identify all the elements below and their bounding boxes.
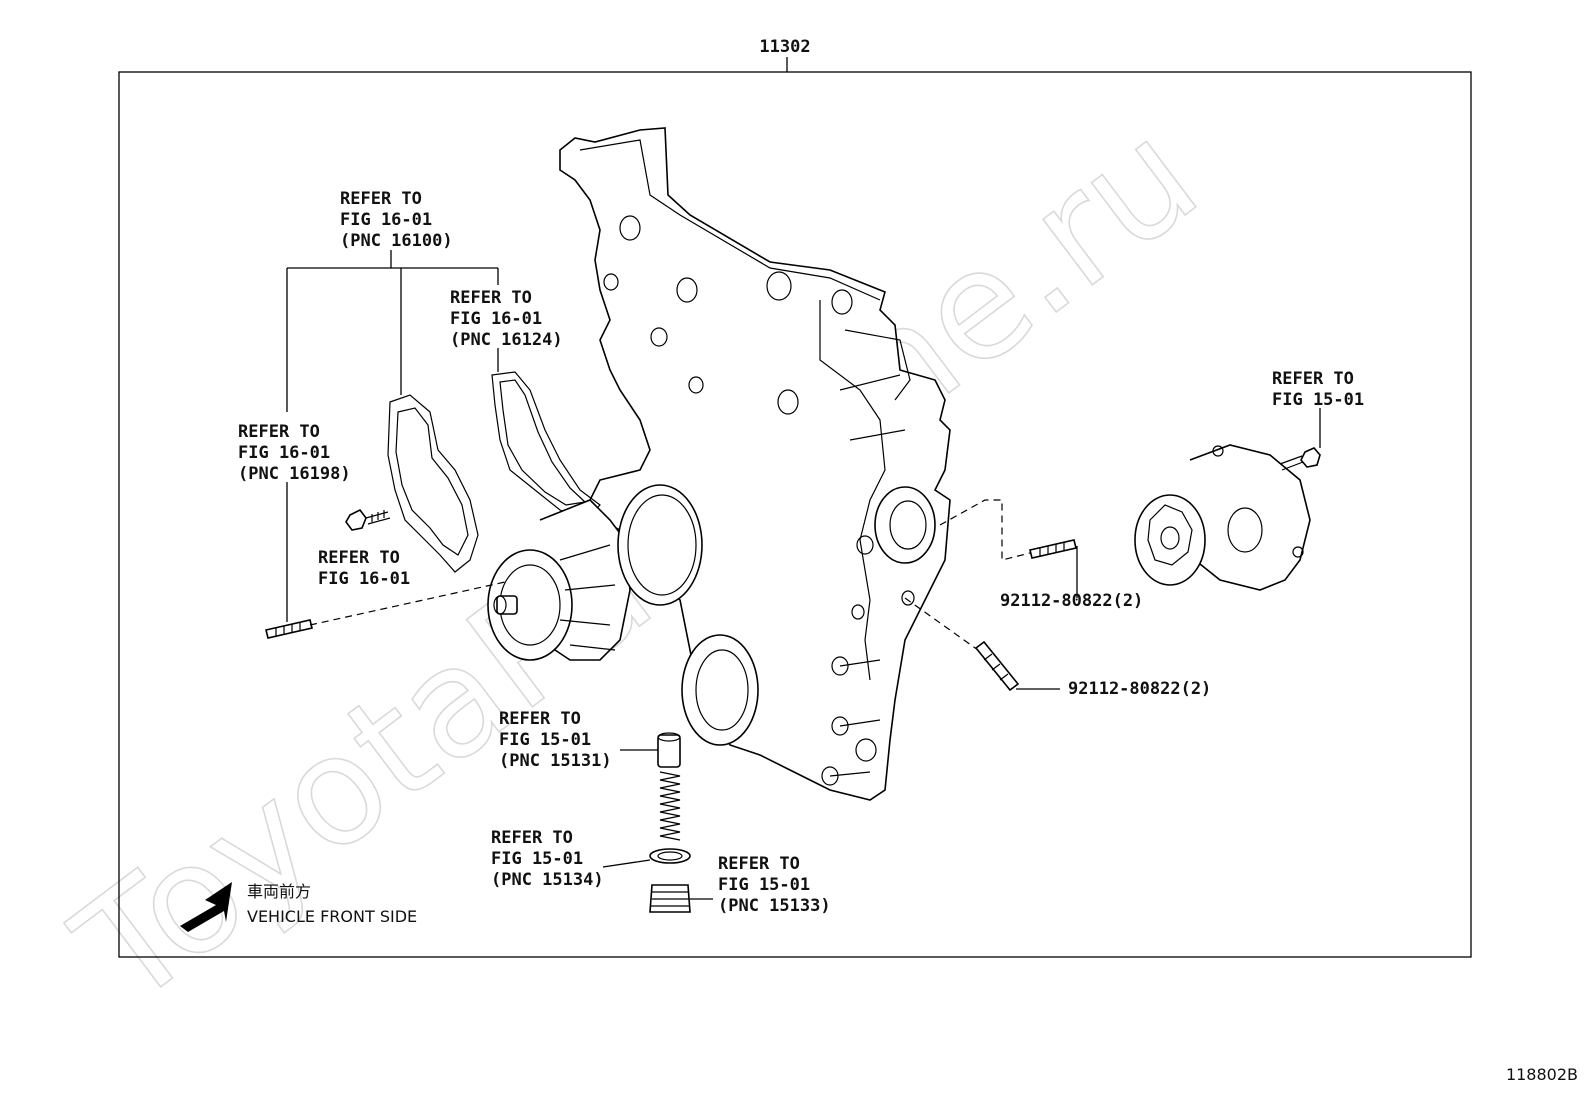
svg-text:FIG 15-01: FIG 15-01 [499,730,591,750]
callout-pnc16100[interactable]: REFER TO FIG 16-01 (PNC 16100) [340,189,453,251]
direction-label-en: VEHICLE FRONT SIDE [247,907,417,926]
direction-label-jp: 車両前方 [247,882,311,901]
stud-upper [1029,539,1077,559]
svg-text:REFER TO: REFER TO [450,288,532,308]
svg-text:(PNC 15131): (PNC 15131) [499,751,612,771]
svg-text:FIG 16-01: FIG 16-01 [450,309,542,329]
svg-text:REFER TO: REFER TO [499,709,581,729]
relief-spring-15134 [649,771,691,864]
timing-chain-cover [559,127,951,801]
dash-upper-stud [939,499,1031,561]
stud-upper-label[interactable]: 92112-80822(2) [1000,591,1143,611]
gasket-16198 [387,394,479,573]
svg-text:REFER TO: REFER TO [318,548,400,568]
svg-text:FIG 15-01: FIG 15-01 [491,849,583,869]
svg-text:FIG 16-01: FIG 16-01 [318,569,410,589]
svg-text:REFER TO: REFER TO [718,854,800,874]
callout-pnc15134[interactable]: REFER TO FIG 15-01 (PNC 15134) [491,828,604,890]
leader-lines [286,250,1321,900]
svg-text:(PNC 15133): (PNC 15133) [718,896,831,916]
bolt-oil-pump [1279,447,1321,471]
callout-pnc16124[interactable]: REFER TO FIG 16-01 (PNC 16124) [450,288,563,350]
figure-frame [118,71,1472,958]
dash-left-stud [309,581,506,626]
svg-text:FIG 15-01: FIG 15-01 [1272,390,1364,410]
svg-text:(PNC 16100): (PNC 16100) [340,231,453,251]
figure-id: 118802B [1506,1065,1578,1084]
callout-pnc16198[interactable]: REFER TO FIG 16-01 (PNC 16198) [238,422,351,484]
svg-text:REFER TO: REFER TO [491,828,573,848]
water-pump [487,484,703,661]
stud-lower-label[interactable]: 92112-80822(2) [1068,679,1211,699]
svg-text:FIG 16-01: FIG 16-01 [238,443,330,463]
oil-pump [1134,444,1311,591]
svg-text:(PNC 16198): (PNC 16198) [238,464,351,484]
stud-lower [974,640,1020,692]
stud-left [265,619,313,639]
svg-text:FIG 15-01: FIG 15-01 [718,875,810,895]
svg-text:REFER TO: REFER TO [238,422,320,442]
main-part-number[interactable]: 11302 [759,37,810,57]
relief-plug-15133 [649,884,691,913]
svg-text:FIG 16-01: FIG 16-01 [340,210,432,230]
callout-fig1501-bolt[interactable]: REFER TO FIG 15-01 [1272,369,1364,410]
dash-lower-stud [904,597,979,651]
relief-valve-15131 [657,732,681,768]
front-arrow-icon [180,882,232,932]
vehicle-front-indicator: 車両前方 VEHICLE FRONT SIDE [180,882,417,932]
svg-text:REFER TO: REFER TO [340,189,422,209]
callout-pnc15131[interactable]: REFER TO FIG 15-01 (PNC 15131) [499,709,612,771]
callout-fig1601-bolt[interactable]: REFER TO FIG 16-01 [318,548,410,589]
bolt-left [345,508,391,531]
svg-text:(PNC 16124): (PNC 16124) [450,330,563,350]
svg-text:(PNC 15134): (PNC 15134) [491,870,604,890]
callout-pnc15133[interactable]: REFER TO FIG 15-01 (PNC 15133) [718,854,831,916]
svg-text:REFER TO: REFER TO [1272,369,1354,389]
